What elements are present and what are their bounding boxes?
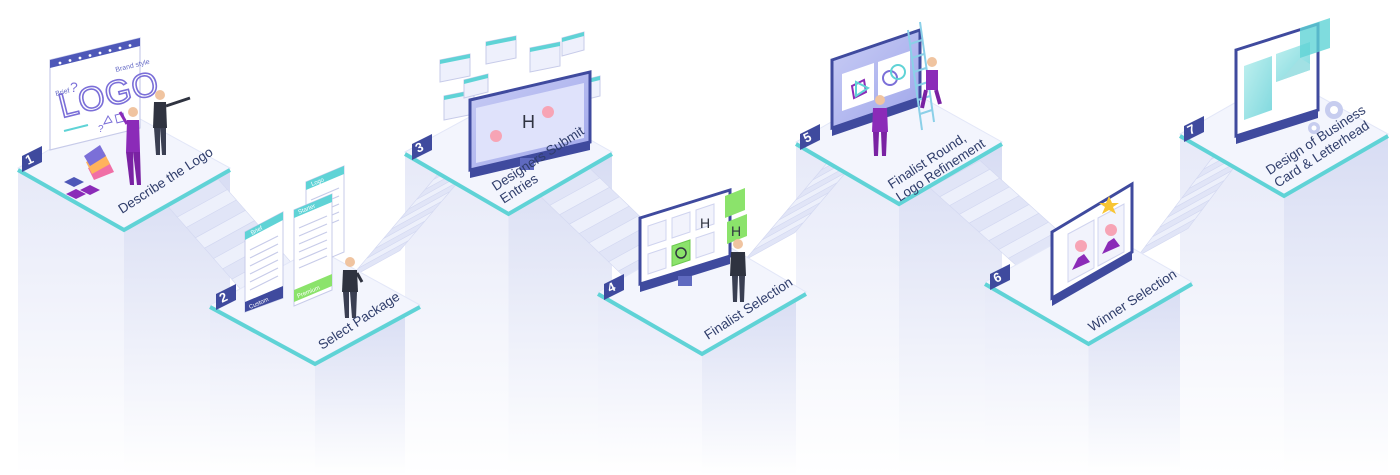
platform-pillar (405, 152, 509, 475)
platform-pillar (1180, 134, 1284, 475)
package-documents-illustration: Brief Custom Logo Starter Premiu (244, 165, 364, 318)
step-number-badge: 5 (800, 124, 820, 150)
brief-word: Brief (55, 88, 71, 98)
refinement-illustration (830, 21, 942, 156)
platform-pillar (315, 305, 420, 475)
swatch-squares (64, 177, 100, 199)
avatar (1075, 240, 1087, 252)
platform-edge (983, 282, 1194, 347)
winner-monitor-illustration (1050, 181, 1134, 306)
client-person (118, 107, 141, 185)
finalist-logo-tiles: H (647, 203, 715, 275)
business-card-illustration (1234, 18, 1343, 144)
designer-standing (872, 95, 888, 156)
designer-on-ladder (920, 57, 942, 109)
platform-edge (597, 292, 807, 357)
brief-board-illustration: LOGO Brief Brand style ? ? (49, 37, 191, 199)
svg-text:H: H (731, 223, 741, 239)
ring-logo-mark (882, 64, 906, 86)
selected-logo-tiles: H (725, 188, 747, 244)
avatar (542, 106, 554, 118)
star-icon (1099, 196, 1119, 214)
step-number-badge: 1 (22, 146, 42, 172)
platform-pillar (1284, 134, 1388, 475)
color-palette-icon (84, 145, 114, 180)
svg-text:Brief: Brief (250, 226, 264, 237)
platform-edge (403, 152, 614, 217)
step-number-badge: 3 (412, 134, 432, 160)
step-number-badge: 6 (990, 264, 1010, 290)
step-number-badge: 7 (1184, 116, 1204, 142)
platform-pillar (210, 305, 315, 475)
consultant-person (153, 90, 191, 155)
h-logo-icon: H (522, 112, 535, 132)
svg-text:Logo: Logo (311, 177, 326, 188)
svg-text:H: H (700, 215, 710, 231)
refined-logo-mark (850, 78, 870, 100)
platform-edge (794, 142, 1004, 207)
designer-entries-illustration: H (439, 31, 601, 178)
platform-edge (17, 168, 231, 233)
question-mark-icon: ? (70, 79, 78, 95)
step-number-badge: 2 (216, 284, 236, 310)
reviewer-person (730, 239, 746, 302)
entries-monitor: H (468, 70, 592, 178)
staircase-structure (16, 75, 1390, 475)
question-mark-icon: ? (98, 124, 104, 135)
avatar (1105, 224, 1117, 236)
finalist-monitor-illustration: H H (638, 187, 747, 302)
avatar (490, 130, 502, 142)
step-badges: 1 2 3 4 5 6 7 (22, 116, 1204, 310)
platform-edge (209, 305, 421, 367)
platform-pillar (796, 142, 899, 475)
thinking-person (342, 257, 364, 318)
package-doc-brief: Brief Custom (244, 211, 284, 313)
platform-edge (1179, 134, 1389, 199)
package-doc-starter: Starter Premium (293, 193, 333, 307)
step-number-badge: 4 (604, 274, 624, 300)
platform-pillar (18, 168, 124, 475)
